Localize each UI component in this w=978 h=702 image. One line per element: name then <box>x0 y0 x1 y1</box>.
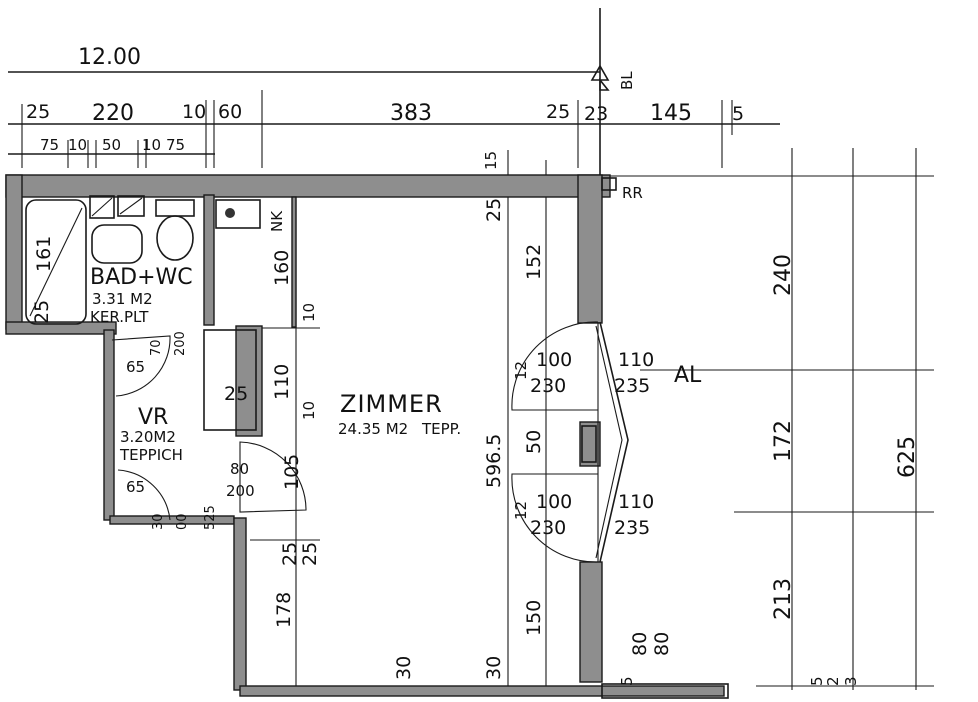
dim-kitchen-1: 160 <box>271 250 293 286</box>
walls <box>5 174 725 697</box>
dim-top-2: 220 <box>92 101 134 126</box>
openings <box>111 321 729 699</box>
dim-window-3: 230 <box>530 375 566 397</box>
dim-bottom-right-5: 2 <box>824 676 842 686</box>
dim-bath-left-1: 161 <box>33 236 55 272</box>
dim-kitchen-5: 105 <box>281 454 303 490</box>
dim-door-bath-1: 70 <box>149 339 164 356</box>
dim-top-1: 25 <box>26 101 50 123</box>
dim-kitchen-6: 25 <box>224 383 248 405</box>
kitchen-sink-icon <box>215 199 261 229</box>
toilet-icon <box>156 215 194 261</box>
dim-window-8: 100 <box>536 491 572 513</box>
dim-kitchen-2: 10 <box>300 303 318 322</box>
dim-window-11: 235 <box>614 517 650 539</box>
dim-window-7: 12 <box>512 501 530 520</box>
dim-bath-sub-1: 75 <box>40 136 59 154</box>
dim-window-col-5: 150 <box>523 600 545 636</box>
dim-window-col-4: 596.5 <box>483 434 505 488</box>
dim-hall-5: 30 <box>151 513 166 530</box>
dim-bath-sub-5: 75 <box>166 136 185 154</box>
bath-name: BAD+WC <box>90 265 193 290</box>
marker-rr: RR <box>622 184 643 202</box>
dim-window-4: 110 <box>618 349 654 371</box>
dim-bath-sub-4: 10 <box>142 136 161 154</box>
hall-floor: TEPPICH <box>119 446 183 464</box>
dim-door-bath-2: 200 <box>173 331 188 356</box>
dim-hall-1: 65 <box>126 358 145 376</box>
room-labels: BAD+WC 3.31 M2 KER.PLT VR 3.20M2 TEPPICH… <box>90 71 702 464</box>
kitchen-name: NK <box>268 210 286 232</box>
dim-hall-2: 65 <box>126 478 145 496</box>
bath-floor: KER.PLT <box>90 308 149 326</box>
dim-hall-6: 00 <box>175 513 190 530</box>
dim-hall-4: 200 <box>226 482 255 500</box>
main-room-name: ZIMMER <box>340 390 443 418</box>
dim-room-bottom-1: 30 <box>393 656 415 680</box>
dim-room-bottom-2: 30 <box>483 656 505 680</box>
dimension-lines <box>8 8 934 690</box>
dim-window-6: 50 <box>523 430 545 454</box>
bath-door-swing <box>111 335 171 397</box>
main-room-area: 24.35 M2 <box>338 420 408 438</box>
dim-top-6: 25 <box>546 101 570 123</box>
dim-hall-7: 525 <box>203 505 218 530</box>
dim-window-10: 110 <box>618 491 654 513</box>
dim-bath-sub-2: 10 <box>68 136 87 154</box>
dim-window-9: 230 <box>530 517 566 539</box>
dim-window-col-3: 152 <box>523 244 545 280</box>
dim-top-7: 23 <box>584 103 608 125</box>
dim-top-5: 383 <box>390 101 432 126</box>
dim-right-3: 213 <box>771 578 796 620</box>
hall-area: 3.20M2 <box>120 428 176 446</box>
room-door-swing <box>239 441 307 513</box>
dim-bottom-right-4: 5 <box>808 676 826 686</box>
dim-kitchen-3: 110 <box>271 364 293 400</box>
dim-right-4: 625 <box>895 436 920 478</box>
dim-bottom-right-1: 80 <box>629 632 651 656</box>
balcony-name: AL <box>674 363 702 388</box>
dim-overall: 12.00 <box>78 45 141 70</box>
dim-kitchen-7: 25 <box>279 542 301 566</box>
dim-bottom-right-2: 80 <box>651 632 673 656</box>
dim-bath-left-2: 25 <box>31 300 53 324</box>
dim-bottom-right-6: 3 <box>842 676 860 686</box>
entrance-door-swing <box>117 469 171 521</box>
dim-window-5: 235 <box>614 375 650 397</box>
dim-bath-sub-3: 50 <box>102 136 121 154</box>
dim-top-9: 5 <box>732 103 744 125</box>
dim-top-4: 60 <box>218 101 242 123</box>
dim-window-col-2: 25 <box>483 198 505 222</box>
shaft-marker-icon <box>601 177 617 191</box>
dim-bottom-right-3: 5 <box>618 676 636 686</box>
dim-room-left-2: 178 <box>273 592 295 628</box>
main-room-floor: TEPP. <box>421 420 461 438</box>
lower-window-swing <box>511 473 599 563</box>
balcony-door-left <box>599 321 629 563</box>
dim-top-3: 10 <box>182 101 206 123</box>
washbasin-icon <box>91 224 143 264</box>
dim-kitchen-4: 10 <box>300 401 318 420</box>
dimension-labels: 12.00 25 220 10 60 383 25 23 145 5 75 10… <box>26 45 920 686</box>
dim-right-2: 172 <box>771 420 796 462</box>
dim-right-1: 240 <box>771 254 796 296</box>
dim-room-left-1: 25 <box>299 542 321 566</box>
hall-name: VR <box>138 405 168 430</box>
fixtures <box>25 177 617 463</box>
dim-top-8: 145 <box>650 101 692 126</box>
dim-window-col-1: 15 <box>482 151 500 170</box>
bath-area: 3.31 M2 <box>92 290 153 308</box>
marker-bl: BL <box>618 71 636 90</box>
dim-window-2: 100 <box>536 349 572 371</box>
bathtub-icon <box>25 199 87 325</box>
dim-window-1: 12 <box>512 361 530 380</box>
upper-window-swing <box>511 321 599 411</box>
dim-hall-3: 80 <box>230 460 249 478</box>
